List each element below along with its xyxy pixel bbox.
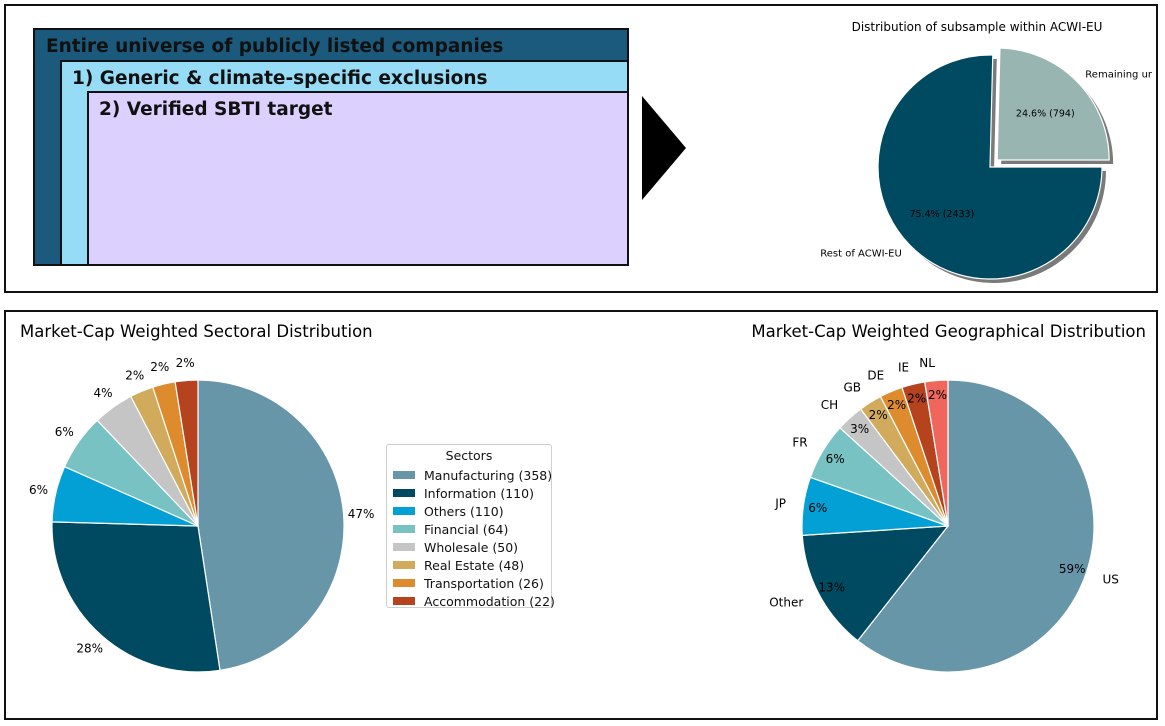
slice-category-label: FR (792, 435, 807, 449)
slice-value-label: 6% (55, 425, 74, 439)
pie-slice-information (51, 521, 221, 673)
slice-category-label: JP (774, 497, 786, 511)
pie-slice-manufacturing (197, 379, 345, 672)
slice-value-label: 2% (869, 408, 888, 422)
legend-swatch (393, 525, 415, 533)
legend-item: Transportation (26) (393, 574, 551, 592)
slice-value-label: 75.4% (2433) (910, 209, 975, 220)
chart-title: Distribution of subsample within ACWI-EU (852, 20, 1103, 34)
slice-category-label: Other (769, 595, 803, 609)
universe-label: Entire universe of publicly listed compa… (46, 36, 504, 57)
legend-item: Accommodation (22) (393, 592, 555, 610)
legend-label: Others (110) (424, 503, 504, 519)
slice-value-label: 6% (29, 483, 48, 497)
slice-value-label: 6% (808, 501, 827, 515)
pie-slice-nl (924, 379, 949, 527)
slice-value-label: 2% (125, 368, 144, 382)
legend-label: Wholesale (50) (424, 539, 519, 555)
legend-label: Manufacturing (358) (424, 467, 553, 483)
slice-value-label: 47% (348, 507, 375, 521)
pie-slice-remaining-universe (996, 47, 1110, 161)
sbti-box (87, 91, 629, 266)
slice-value-label: 2% (887, 398, 906, 412)
legend-swatch (393, 489, 415, 497)
pie-slice-us (856, 379, 1095, 673)
sector-pie-chart: Market-Cap Weighted Sectoral Distributio… (20, 322, 375, 673)
slice-value-label: 2% (176, 356, 195, 370)
sbti-label: 2) Verified SBTI target (99, 99, 333, 120)
right-arrow-icon (642, 96, 686, 200)
slice-category-label: NL (919, 356, 935, 370)
legend-swatch (393, 561, 415, 569)
flow-panel: Entire universe of publicly listed compa… (4, 4, 1158, 293)
chart-title: Market-Cap Weighted Geographical Distrib… (751, 322, 1146, 341)
legend-swatch (393, 471, 415, 479)
slice-category-label: Remaining universe (1085, 70, 1152, 81)
legend-item: Others (110) (393, 502, 551, 520)
slice-value-label: 59% (1059, 562, 1086, 576)
subsample-pie-chart: Distribution of subsample within ACWI-EU… (820, 20, 1152, 283)
legend-label: Real Estate (48) (424, 557, 525, 573)
slice-value-label: 28% (76, 642, 103, 656)
legend-item: Financial (64) (393, 520, 551, 538)
legend-label: Transportation (26) (424, 575, 544, 591)
exclusions-label: 1) Generic & climate-specific exclusions (72, 68, 488, 89)
legend-label: Accommodation (22) (424, 593, 555, 609)
slice-value-label: 24.6% (794) (1016, 108, 1075, 119)
legend-swatch (393, 543, 415, 551)
pie-slice-other (801, 525, 950, 642)
slice-value-label: 6% (826, 452, 845, 466)
legend-swatch (393, 597, 415, 605)
legend-label: Financial (64) (424, 521, 509, 537)
slice-value-label: 3% (850, 422, 869, 436)
slice-category-label: US (1103, 573, 1119, 587)
legend-label: Information (110) (424, 485, 534, 501)
slice-category-label: GB (843, 381, 861, 395)
legend-title: Sectors (445, 448, 493, 463)
slice-value-label: 13% (818, 580, 845, 594)
legend-item: Manufacturing (358) (393, 466, 553, 484)
pie-slice-accommodation (174, 379, 199, 527)
slice-value-label: 2% (150, 360, 169, 374)
slice-value-label: 4% (93, 386, 112, 400)
slice-category-label: DE (867, 369, 884, 383)
sector-legend: Sectors Manufacturing (358) Information (… (386, 444, 555, 610)
legend-swatch (393, 507, 415, 515)
legend-item: Information (110) (393, 484, 551, 502)
geography-pie-chart: Market-Cap Weighted Geographical Distrib… (751, 322, 1146, 673)
slice-value-label: 2% (928, 388, 947, 402)
legend-item: Real Estate (48) (393, 556, 551, 574)
chart-title: Market-Cap Weighted Sectoral Distributio… (20, 322, 373, 341)
pie-slice-rest-of-acwi-eu (877, 54, 1103, 280)
slice-category-label: CH (821, 398, 838, 412)
legend-item: Wholesale (50) (393, 538, 551, 556)
slice-category-label: IE (898, 360, 909, 374)
slice-value-label: 2% (907, 392, 926, 406)
slice-category-label: Rest of ACWI-EU (820, 249, 902, 260)
legend-swatch (393, 579, 415, 587)
